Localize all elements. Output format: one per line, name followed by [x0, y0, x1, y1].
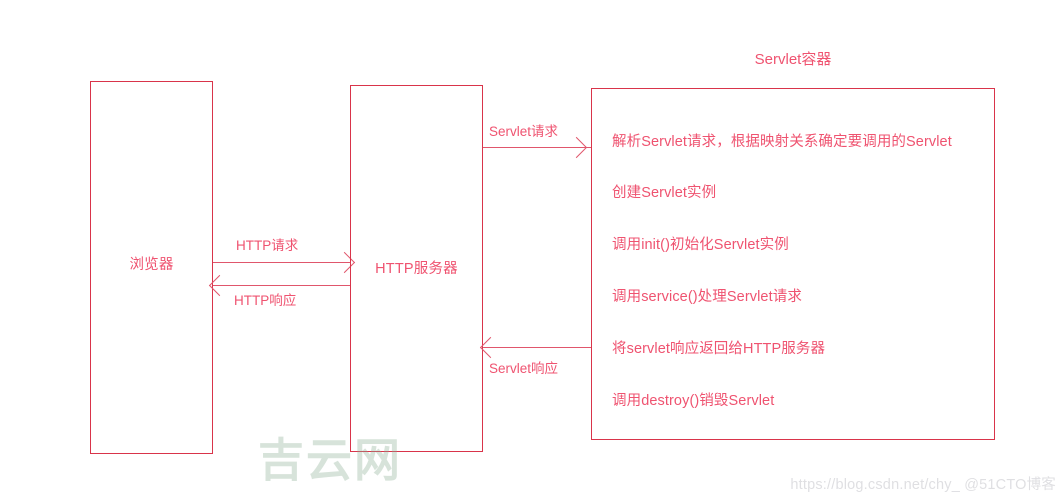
browser-node-label: 浏览器 — [129, 257, 174, 273]
http-server-node-label: HTTP服务器 — [375, 261, 458, 277]
servlet-step-6: 调用destroy()销毁Servlet — [612, 393, 775, 409]
servlet-step-4: 调用service()处理Servlet请求 — [612, 289, 802, 305]
http-response-edge-label: HTTP响应 — [234, 293, 297, 308]
http-request-arrow-line — [213, 262, 350, 263]
servlet-step-2: 创建Servlet实例 — [612, 185, 717, 201]
servlet-request-arrow-line — [483, 147, 591, 148]
servlet-step-3: 调用init()初始化Servlet实例 — [612, 237, 789, 253]
corner-watermark: https://blog.csdn.net/chy_ @51CTO博客 — [790, 477, 1056, 493]
http-request-edge-label: HTTP请求 — [236, 238, 299, 253]
servlet-step-1: 解析Servlet请求，根据映射关系确定要调用的Servlet — [612, 134, 952, 150]
servlet-response-arrow-line — [483, 347, 591, 348]
http-server-node-box — [350, 85, 483, 452]
servlet-step-5: 将servlet响应返回给HTTP服务器 — [612, 341, 826, 357]
servlet-request-arrowhead-icon — [565, 136, 588, 159]
servlet-container-title: Servlet容器 — [754, 51, 832, 68]
servlet-response-edge-label: Servlet响应 — [489, 361, 559, 376]
http-response-arrow-line — [213, 285, 350, 286]
browser-node-box — [90, 81, 213, 454]
servlet-container-box — [591, 88, 995, 440]
center-watermark: 吉云网 — [258, 434, 402, 486]
servlet-request-edge-label: Servlet请求 — [489, 124, 559, 139]
servlet-response-arrowhead-icon — [479, 336, 502, 359]
